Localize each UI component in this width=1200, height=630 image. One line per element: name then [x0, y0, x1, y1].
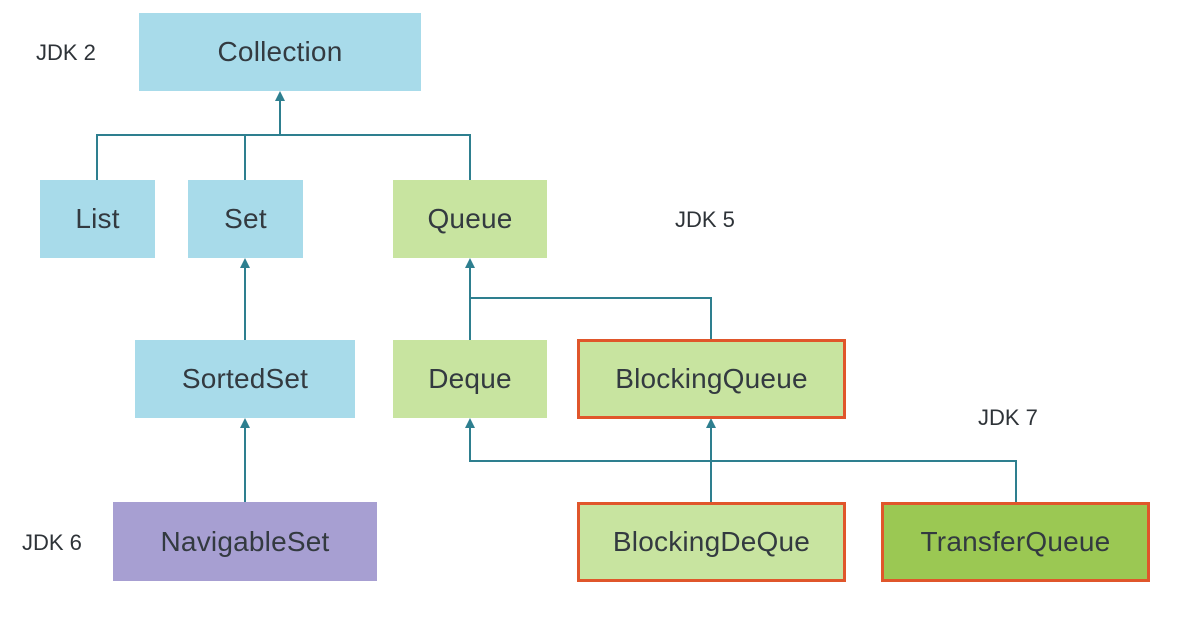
arrowhead-blockingqueue	[706, 418, 716, 428]
node-navigableset: NavigableSet	[113, 502, 377, 581]
node-sortedset: SortedSet	[135, 340, 355, 418]
node-list: List	[40, 180, 155, 258]
connector-transferqueue-deque	[469, 424, 1017, 502]
node-deque: Deque	[393, 340, 547, 418]
node-transferqueue: TransferQueue	[881, 502, 1150, 582]
node-collection: Collection	[139, 13, 421, 91]
arrowhead-set	[240, 258, 250, 268]
version-label-jdk2: JDK 2	[36, 40, 96, 65]
arrowhead-deque	[465, 418, 475, 428]
node-blockingdeque: BlockingDeQue	[577, 502, 846, 582]
version-label-jdk7: JDK 7	[978, 405, 1038, 430]
node-blockingqueue: BlockingQueue	[577, 339, 846, 419]
arrowhead-queue	[465, 258, 475, 268]
version-label-jdk5: JDK 5	[675, 207, 735, 232]
connector-queue-collection	[280, 134, 471, 180]
connector-blockingqueue-queue	[470, 297, 712, 340]
arrowhead-collection	[275, 91, 285, 101]
connector-list-collection	[96, 97, 281, 180]
arrowhead-sortedset	[240, 418, 250, 428]
version-label-jdk6: JDK 6	[22, 530, 82, 555]
node-queue: Queue	[393, 180, 547, 258]
node-set: Set	[188, 180, 303, 258]
